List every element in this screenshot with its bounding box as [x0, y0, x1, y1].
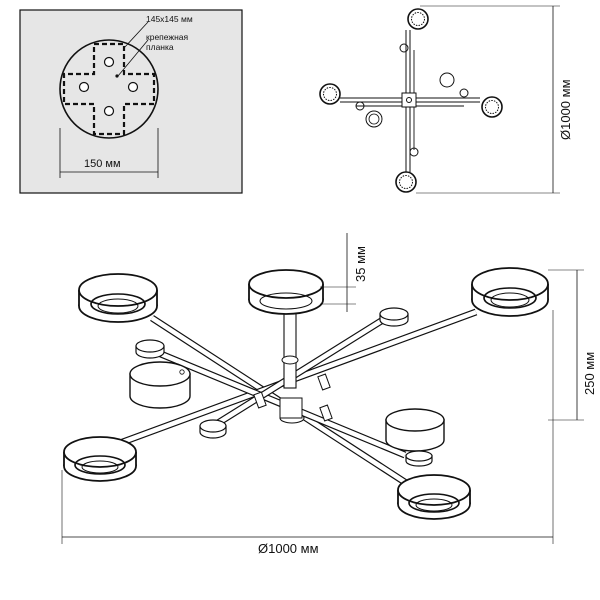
- dim250-label: 250 мм: [582, 352, 597, 395]
- mounting-plate-circle: [59, 39, 159, 139]
- top-shade-left: [319, 83, 341, 105]
- top-round-shade-2: [365, 110, 383, 128]
- cylinder-shade-left: [129, 361, 191, 409]
- center-stem: [283, 311, 297, 389]
- ring-shade-lower-right: [397, 474, 471, 520]
- top-end-cap-1: [399, 43, 409, 53]
- dim35-label: 35 мм: [353, 246, 368, 282]
- top-end-cap-3: [355, 101, 365, 111]
- dim1000-label: Ø1000 мм: [258, 541, 319, 556]
- center-collar-top: [281, 355, 299, 365]
- arm-b: [118, 308, 478, 447]
- top-view: [319, 5, 560, 194]
- joint-2: [253, 391, 267, 409]
- center-connector: [279, 397, 303, 419]
- top-round-shade-1: [439, 72, 455, 88]
- ring-shade-center: [248, 269, 324, 315]
- top-center-hub: [401, 92, 417, 108]
- top-shade-top: [407, 8, 429, 30]
- bracket-label-2: планка: [146, 42, 174, 52]
- disc-cap-left: [135, 339, 165, 359]
- top-shade-bottom: [395, 171, 417, 193]
- inset-diameter-label: 150 мм: [84, 158, 121, 170]
- bracket-leader: [117, 39, 149, 77]
- mounting-inset: 145x145 мм крепежная планка 150 мм: [19, 9, 243, 194]
- mount-hole-bottom: [103, 105, 115, 117]
- bracket-label-1: крепежная: [146, 32, 189, 42]
- joint-1: [317, 373, 331, 391]
- top-center-dot: [406, 97, 412, 103]
- top-diameter-label: Ø1000 мм: [558, 79, 573, 140]
- plate-leader: [123, 21, 149, 49]
- cylinder-shade-right: [385, 408, 445, 452]
- mounting-bracket-outline: [62, 42, 156, 136]
- ring-shade-upper-right: [471, 267, 549, 317]
- mount-hole-top: [103, 56, 115, 68]
- side-view: [61, 233, 584, 544]
- joint-3: [319, 404, 333, 422]
- disc-cap-bottom-right: [405, 450, 433, 467]
- arm-d: [208, 315, 388, 431]
- disc-cap-bottom-left: [199, 419, 227, 439]
- top-round-shade-2-inner: [368, 113, 380, 125]
- mount-center-point: [115, 74, 119, 78]
- ring-shade-lower-left: [63, 436, 137, 482]
- top-end-cap-2: [459, 88, 469, 98]
- top-shade-right: [481, 96, 503, 118]
- mount-hole-left: [78, 81, 90, 93]
- top-end-cap-4: [409, 147, 419, 157]
- ring-shade-upper-left: [78, 273, 158, 323]
- disc-cap-top-right: [379, 307, 409, 327]
- mount-hole-right: [127, 81, 139, 93]
- plate-size-label: 145x145 мм: [146, 14, 193, 24]
